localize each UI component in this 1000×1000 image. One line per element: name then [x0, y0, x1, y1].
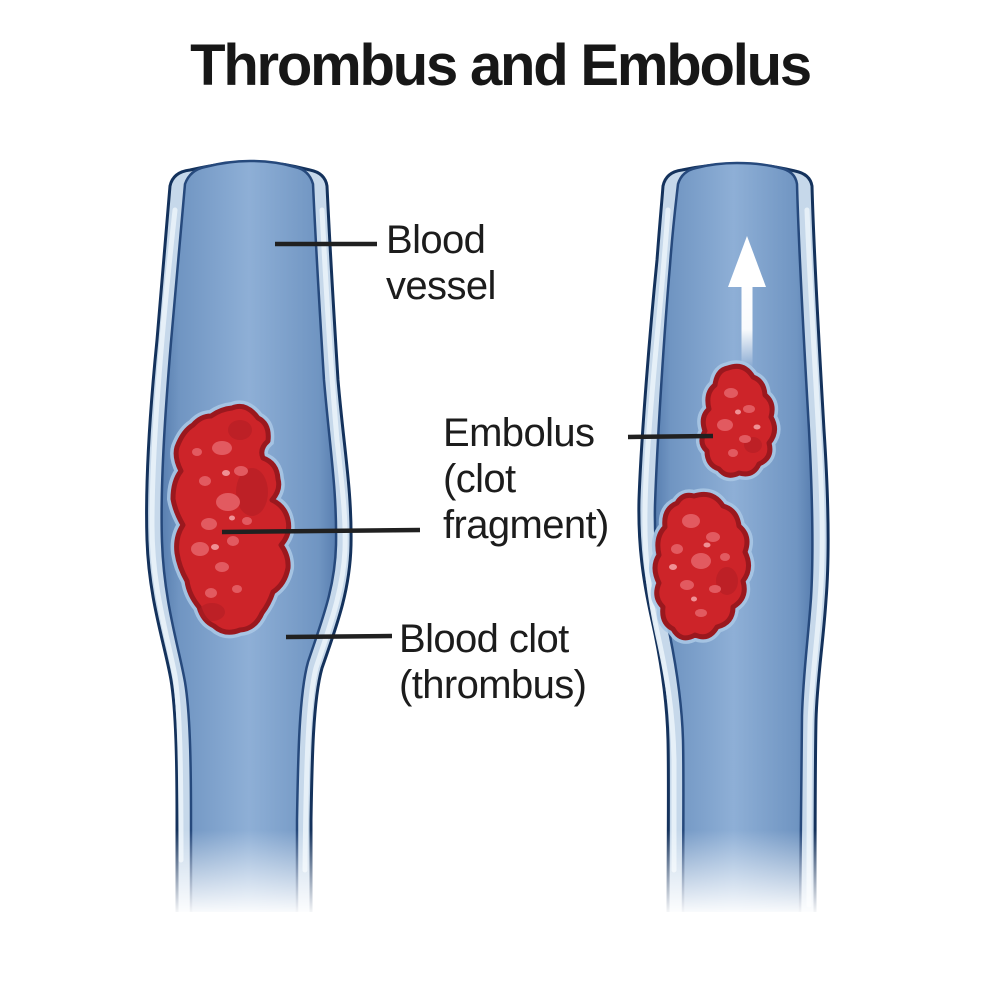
clot-texture-spots — [191, 441, 252, 598]
label-embolus-line2: (clot — [443, 457, 516, 501]
right-vessel-group — [637, 161, 830, 920]
leader-lines — [221, 241, 714, 640]
bottom-fade — [100, 830, 900, 916]
clot-spot — [227, 536, 239, 546]
clot-texture-spots — [735, 409, 761, 430]
label-embolus-line1: Embolus — [443, 411, 595, 455]
clot-spot — [222, 470, 230, 476]
label-blood-clot-line2: (thrombus) — [399, 663, 587, 707]
thrombus-clot — [166, 400, 295, 639]
left-vessel-wall-highlight-left — [149, 207, 184, 863]
label-blood-vessel-line2: vessel — [386, 264, 496, 308]
clot-dark-patch — [228, 420, 252, 440]
label-embolus: Embolus (clot fragment) — [443, 410, 609, 548]
clot-spot — [216, 493, 240, 511]
clot-spot — [728, 449, 738, 457]
label-blood-clot-line1: Blood clot — [399, 617, 569, 661]
leader-line-blood-clot — [285, 633, 393, 640]
clot-spot — [706, 532, 720, 542]
label-blood-vessel: Blood vessel — [386, 217, 496, 309]
clot-spot — [691, 596, 697, 602]
clot-dark-patch — [236, 468, 268, 516]
leader-line-embolus — [627, 433, 714, 440]
label-embolus-line3: fragment) — [443, 503, 609, 547]
clot-spot — [671, 544, 683, 554]
clot-spot — [229, 515, 235, 521]
clot-spot — [735, 409, 741, 415]
right-vessel-lower-clot — [649, 488, 755, 644]
clot-spot — [695, 609, 707, 617]
bottom-white — [0, 912, 1000, 1000]
clot-texture-spots — [669, 542, 711, 602]
clot-spot — [743, 405, 755, 413]
clot-spot — [201, 518, 217, 530]
clot-spot — [724, 388, 738, 398]
clot-spot — [717, 419, 733, 431]
right-vessel-wall-highlight-left — [642, 207, 677, 873]
clot-spot — [669, 564, 677, 570]
clot-dark-patch — [716, 567, 738, 595]
clot-spot — [691, 553, 711, 569]
clot-spot — [680, 580, 694, 590]
label-blood-clot: Blood clot (thrombus) — [399, 616, 587, 708]
clot-spot — [739, 435, 751, 443]
clot-dark-patch — [199, 603, 225, 621]
clot-spot — [212, 441, 232, 455]
clot-texture-spots — [211, 470, 235, 550]
clot-texture-spots — [199, 420, 268, 621]
diagram-title: Thrombus and Embolus — [190, 33, 812, 98]
embolus-clot — [696, 360, 781, 482]
right-vessel-wall-highlight-right — [804, 207, 825, 908]
clot-spot — [682, 514, 700, 528]
clot-spot — [242, 517, 252, 525]
clot-spot — [205, 588, 217, 598]
clot-spot — [215, 562, 229, 572]
label-blood-vessel-line1: Blood — [386, 218, 486, 262]
arrow-head — [728, 236, 766, 287]
clot-spot — [191, 542, 209, 556]
clot-spot — [232, 585, 242, 593]
arrow-shaft — [741, 282, 753, 368]
clot-spot — [709, 585, 721, 593]
left-vessel-group — [145, 159, 353, 920]
clot-texture-spots — [671, 514, 730, 617]
clot-texture-spots — [717, 388, 755, 457]
flow-direction-arrow-icon — [728, 236, 766, 368]
clot-spot — [211, 544, 219, 550]
clot-spot — [703, 542, 711, 548]
left-vessel-wall-highlight-right — [302, 207, 348, 873]
clot-spot — [720, 553, 730, 561]
clot-spot — [753, 424, 761, 430]
clot-spot — [234, 466, 248, 476]
clot-spot — [199, 476, 211, 486]
clot-spot — [192, 448, 202, 456]
leader-line-clot-fragment — [221, 527, 421, 535]
